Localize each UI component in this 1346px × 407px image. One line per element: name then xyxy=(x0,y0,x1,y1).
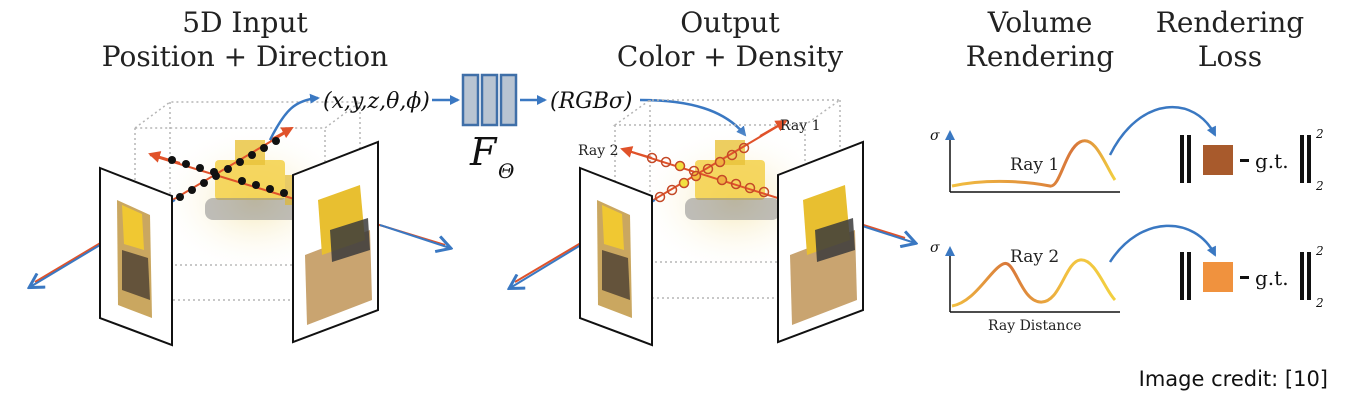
plot1-curve xyxy=(951,139,1117,188)
header-output-line1: Output xyxy=(680,6,780,39)
plot2-xlabel: Ray Distance xyxy=(988,318,1082,334)
loss-ray1-sub: 2 xyxy=(1315,179,1324,193)
loss-ray2-swatch xyxy=(1203,262,1233,292)
header-loss: Rendering Loss xyxy=(1150,6,1310,74)
header-input: 5D Input Position + Direction xyxy=(90,6,400,74)
header-output: Output Color + Density xyxy=(600,6,860,74)
plot1-sigma: σ xyxy=(930,128,940,144)
arrow-ray1-to-loss xyxy=(1108,105,1217,156)
header-loss-line1: Rendering xyxy=(1155,6,1305,39)
header-output-line2: Color + Density xyxy=(616,40,844,73)
header-input-line2: Position + Direction xyxy=(101,40,389,73)
header-loss-line2: Loss xyxy=(1197,40,1263,73)
loss-ray1-sup: 2 xyxy=(1315,127,1324,141)
middle-scene: Ray 2 Ray 1 xyxy=(510,99,915,347)
loss-ray1: g.t. 2 2 xyxy=(1180,127,1324,193)
left-image-plane-2 xyxy=(292,140,379,344)
plot2-curve xyxy=(951,258,1117,308)
image-credit: Image credit: [10] xyxy=(1138,367,1328,391)
arrow-ray2-to-loss xyxy=(1108,224,1217,263)
header-volume-line1: Volume xyxy=(987,6,1093,39)
middle-ray-1-tip xyxy=(759,120,788,137)
left-ray-2-out xyxy=(379,224,450,248)
plot-ray2: σ Ray 2 Ray Distance xyxy=(930,240,1120,334)
plot-ray1: σ Ray 1 xyxy=(930,128,1120,193)
loss-ray2-sub: 2 xyxy=(1315,296,1324,310)
left-image-plane-1 xyxy=(99,166,173,347)
network-subscript: Θ xyxy=(498,159,514,183)
middle-ray2-label: Ray 2 xyxy=(578,143,618,159)
header-input-line1: 5D Input xyxy=(182,6,308,39)
header-volume-line2: Rendering xyxy=(965,40,1115,73)
plot2-sigma: σ xyxy=(930,240,940,256)
plot2-title: Ray 2 xyxy=(1010,247,1059,267)
middle-image-plane-1 xyxy=(579,166,653,347)
loss-ray2: g.t. 2 2 xyxy=(1180,244,1324,310)
output-tuple-label: (RGBσ) xyxy=(550,89,633,114)
arrow-to-input xyxy=(268,93,320,141)
left-sample-points xyxy=(168,137,288,201)
loss-ray1-swatch xyxy=(1203,145,1233,175)
input-tuple-label: (x,y,z,θ,ϕ) xyxy=(323,89,430,114)
middle-image-plane-2 xyxy=(777,140,864,344)
header-volume: Volume Rendering xyxy=(950,6,1130,74)
middle-sample-points xyxy=(646,142,770,203)
middle-ray1-label: Ray 1 xyxy=(780,118,820,134)
loss-ray2-gt: g.t. xyxy=(1255,266,1289,290)
plot1-title: Ray 1 xyxy=(1010,155,1059,175)
network-label: F xyxy=(469,130,498,174)
loss-ray1-gt: g.t. xyxy=(1255,149,1289,173)
network-block xyxy=(461,73,518,127)
left-scene xyxy=(30,101,450,347)
loss-ray2-sup: 2 xyxy=(1315,244,1324,258)
